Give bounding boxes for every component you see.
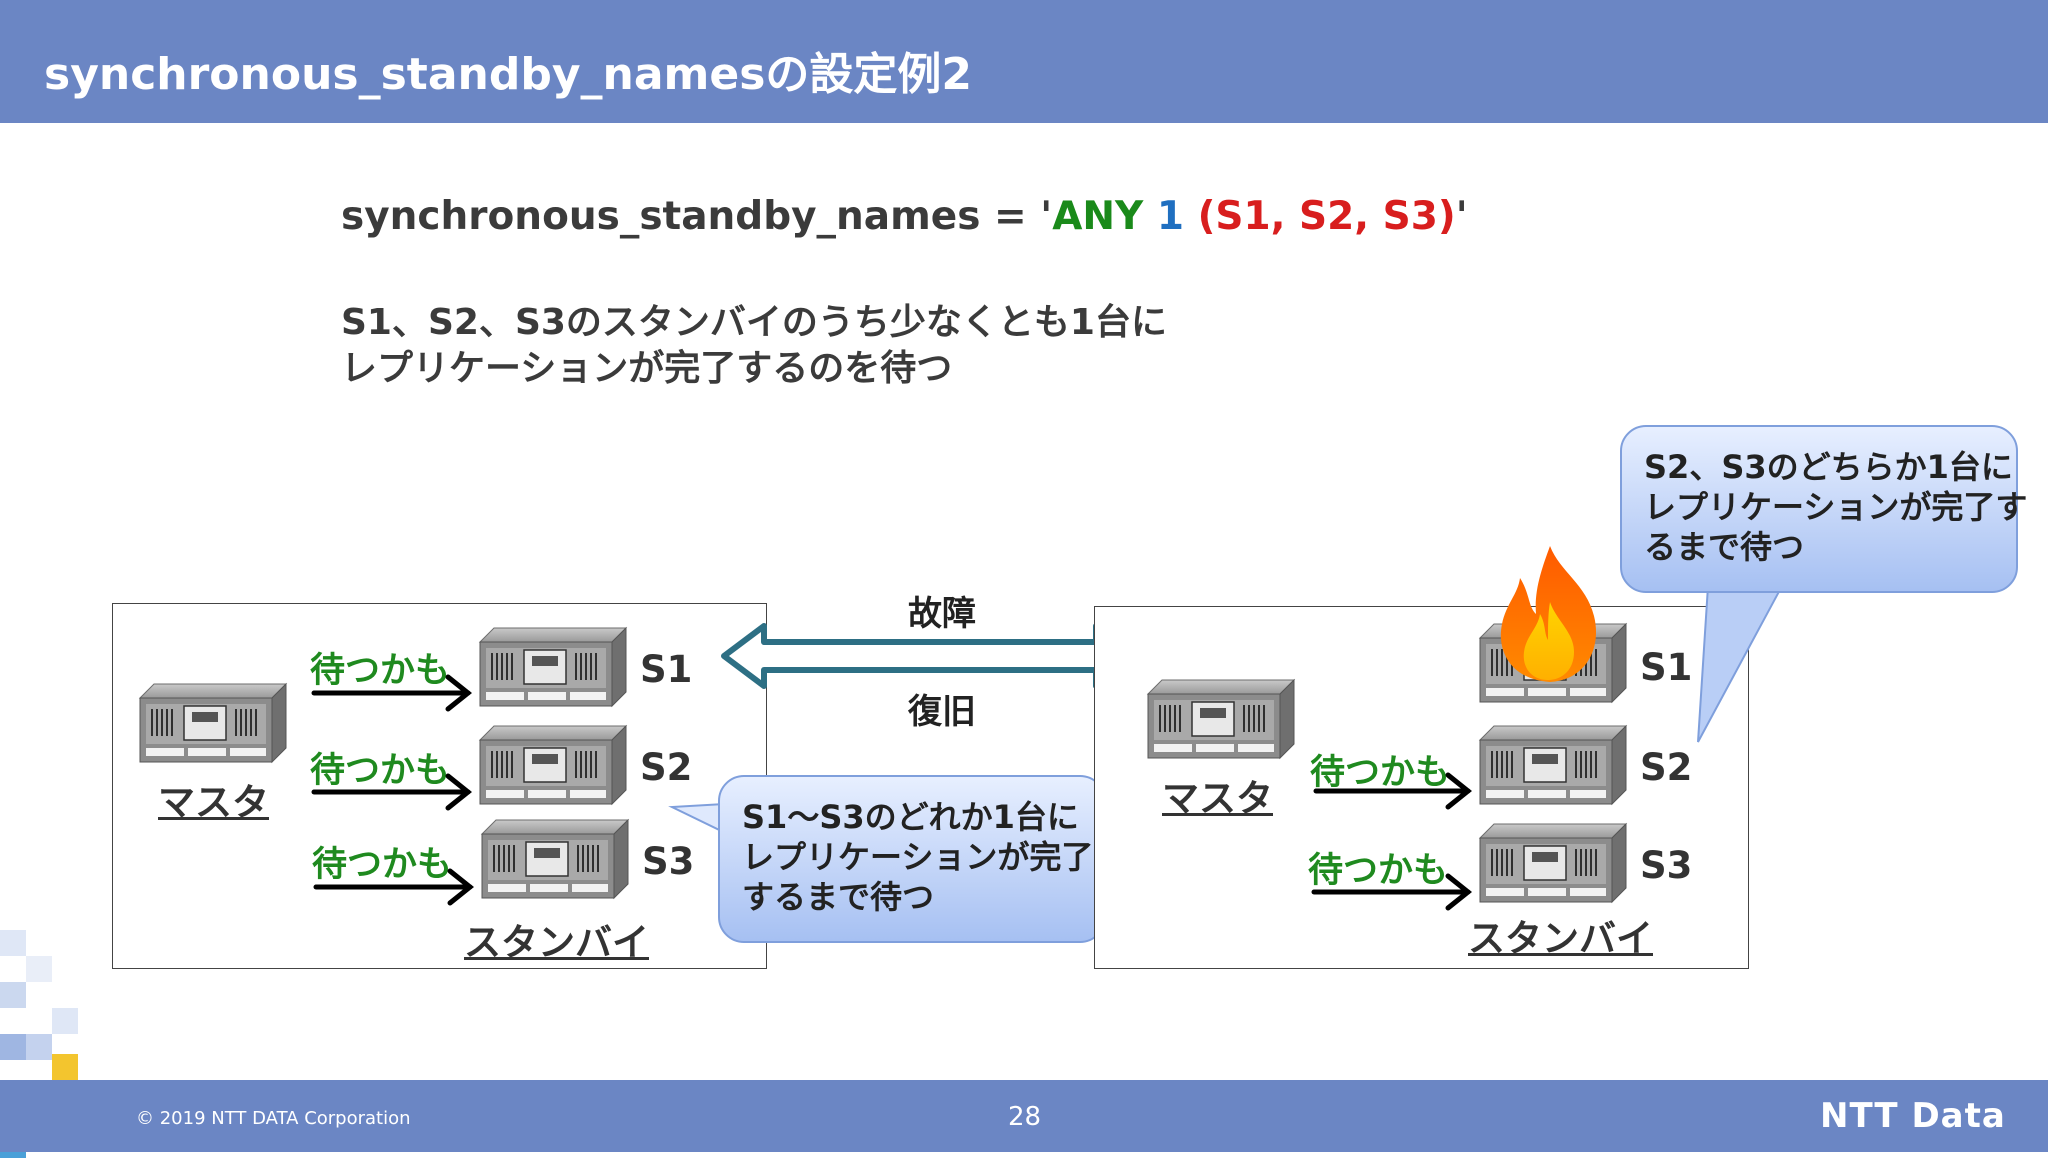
- right-callout-line3: るまで待つ: [1644, 528, 1805, 566]
- page-number: 28: [1008, 1102, 1042, 1132]
- description-line2: レプリケーションが完了するのを待つ: [341, 348, 953, 389]
- right-diagram-box: [1094, 606, 1749, 969]
- formula: synchronous_standby_names = 'ANY 1 (S1, …: [341, 194, 1468, 239]
- description-line1: S1、S2、S3のスタンバイのうち少なくとも1台に: [341, 302, 1167, 343]
- left-callout: S1～S3のどれか1台に レプリケーションが完了 するまで待つ: [718, 775, 1106, 943]
- left-server-s1-label: S1: [640, 648, 693, 691]
- footer-bar: [0, 1080, 2048, 1152]
- left-server-s3-label: S3: [642, 840, 695, 883]
- page-title: synchronous_standby_namesの設定例2: [44, 49, 973, 100]
- left-wait-label-s3: 待つかも: [312, 845, 453, 885]
- formula-set: (S1, S2, S3): [1197, 194, 1456, 239]
- failure-label: 故障: [908, 594, 976, 634]
- left-server-s2-label: S2: [640, 746, 693, 789]
- left-callout-line2: レプリケーションが完了: [742, 838, 1094, 876]
- right-callout-tail: [1697, 585, 1784, 743]
- left-master-label: マスタ: [158, 781, 269, 824]
- left-callout-line1: S1～S3のどれか1台に: [742, 798, 1079, 836]
- left-wait-label-s2: 待つかも: [310, 751, 451, 791]
- left-callout-line3: するまで待つ: [742, 878, 935, 916]
- fire-icon: [1500, 546, 1597, 682]
- right-callout: S2、S3のどちらか1台に レプリケーションが完了す るまで待つ: [1620, 425, 2028, 593]
- right-server-s3-label: S3: [1640, 844, 1693, 887]
- right-master-label: マスタ: [1162, 777, 1273, 820]
- right-wait-label-s2: 待つかも: [1310, 753, 1451, 793]
- formula-suffix: ': [1455, 194, 1468, 239]
- recovery-label: 復旧: [908, 692, 976, 732]
- formula-prefix: synchronous_standby_names = ': [341, 194, 1053, 239]
- formula-any: ANY: [1052, 194, 1144, 239]
- right-standby-label: スタンバイ: [1468, 917, 1653, 960]
- ntt-data-logo: NTT Data: [1820, 1096, 2006, 1136]
- right-callout-line2: レプリケーションが完了す: [1644, 488, 2028, 526]
- left-diagram-box: [112, 603, 767, 969]
- left-standby-label: スタンバイ: [464, 921, 649, 964]
- right-callout-line1: S2、S3のどちらか1台に: [1644, 448, 2013, 486]
- right-server-s2-label: S2: [1640, 746, 1693, 789]
- description: S1、S2、S3のスタンバイのうち少なくとも1台に レプリケーションが完了するの…: [341, 300, 1167, 392]
- left-wait-label-s1: 待つかも: [310, 651, 451, 691]
- formula-num: 1: [1156, 194, 1184, 239]
- right-wait-label-s3: 待つかも: [1308, 851, 1449, 891]
- copyright-text: © 2019 NTT DATA Corporation: [136, 1108, 411, 1129]
- right-server-s1-label: S1: [1640, 646, 1693, 689]
- title-bar: synchronous_standby_namesの設定例2: [0, 0, 2048, 123]
